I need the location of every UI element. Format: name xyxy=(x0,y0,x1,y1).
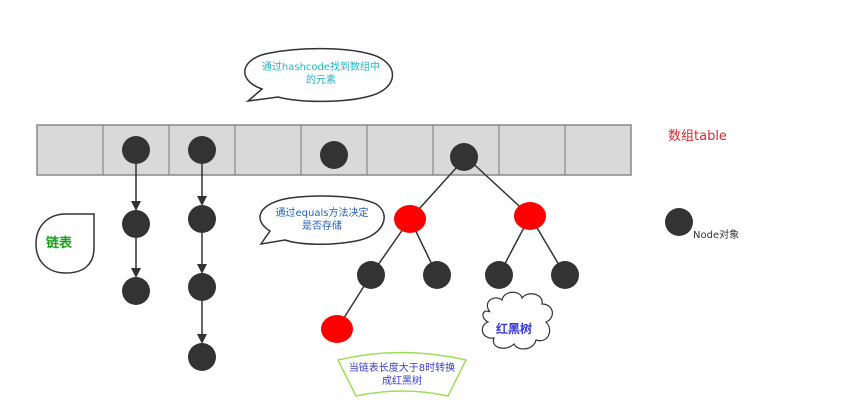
linked-list-label: 链表 xyxy=(46,236,73,251)
linked-list-node xyxy=(188,343,216,371)
node-legend-label: Node对象 xyxy=(693,230,740,241)
treeify-callout-fan xyxy=(336,351,468,397)
red-tree-node xyxy=(321,315,353,343)
array-slot-node xyxy=(320,141,348,169)
linked-list-node xyxy=(188,205,216,233)
equals-callout-bubble xyxy=(259,195,385,246)
black-tree-node xyxy=(357,261,385,289)
red-tree-node xyxy=(394,205,426,233)
linked-list-node xyxy=(188,273,216,301)
array-slot-node xyxy=(188,136,216,164)
hashcode-callout-text: 通过hashcode找到数组中 的元素 xyxy=(261,62,381,86)
array-slot-node xyxy=(122,136,150,164)
legend-node-icon xyxy=(665,208,693,236)
equals-callout-text: 通过equals方法决定 是否存储 xyxy=(275,208,369,232)
red-black-tree-cloud xyxy=(481,291,553,350)
treeify-callout-text: 当链表长度大于8时转换 成红黑树 xyxy=(348,363,456,387)
black-tree-node xyxy=(485,261,513,289)
red-black-tree-label: 红黑树 xyxy=(496,322,533,336)
black-tree-node xyxy=(551,261,579,289)
hashcode-callout-bubble xyxy=(244,47,394,103)
linked-list-label-shape xyxy=(35,213,95,274)
array-label: 数组table xyxy=(668,129,727,144)
black-tree-node xyxy=(423,261,451,289)
red-tree-node xyxy=(514,202,546,230)
linked-list-node xyxy=(122,210,150,238)
linked-list-node xyxy=(122,277,150,305)
array-slot-node xyxy=(450,143,478,171)
